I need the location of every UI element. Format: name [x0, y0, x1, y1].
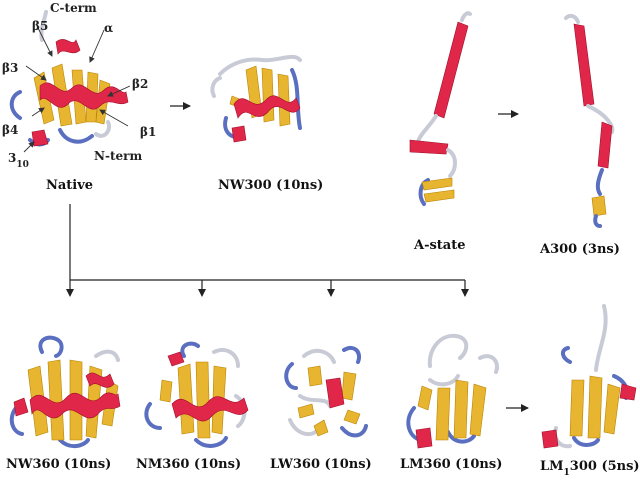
a300-structure: [564, 13, 615, 228]
native-structure: [9, 10, 129, 147]
branch-connector: [66, 204, 469, 297]
label-nw300: NW300 (10ns): [218, 178, 323, 193]
label-lm360: LM360 (10ns): [400, 457, 502, 472]
a-state-structure: [409, 11, 472, 206]
label-beta3: β3: [2, 61, 18, 75]
nw360-structure: [9, 335, 121, 448]
label-lm1300: LM1300 (5ns): [540, 459, 640, 478]
label-lw360: LW360 (10ns): [270, 457, 372, 472]
nw300-structure: [210, 54, 302, 143]
native-annotation-pointers: [23, 27, 131, 153]
label-nm360: NM360 (10ns): [136, 457, 241, 472]
label-a300: A300 (3ns): [539, 242, 620, 257]
label-beta1: β1: [140, 125, 156, 139]
label-n-term: N-term: [94, 149, 142, 163]
label-native: Native: [46, 178, 93, 193]
nm360-structure: [144, 341, 249, 448]
label-nw360: NW360 (10ns): [6, 457, 111, 472]
label-3-10-helix: 310: [8, 151, 29, 170]
label-beta5: β5: [32, 19, 48, 33]
lm1300-structure: [541, 304, 637, 449]
label-beta2: β2: [132, 77, 148, 91]
label-beta4: β4: [2, 123, 18, 137]
lm360-structure: [406, 333, 499, 449]
lw360-structure: [284, 345, 368, 438]
label-alpha: α: [104, 21, 113, 35]
label-c-term: C-term: [50, 1, 97, 15]
label-a-state: A-state: [413, 238, 466, 253]
